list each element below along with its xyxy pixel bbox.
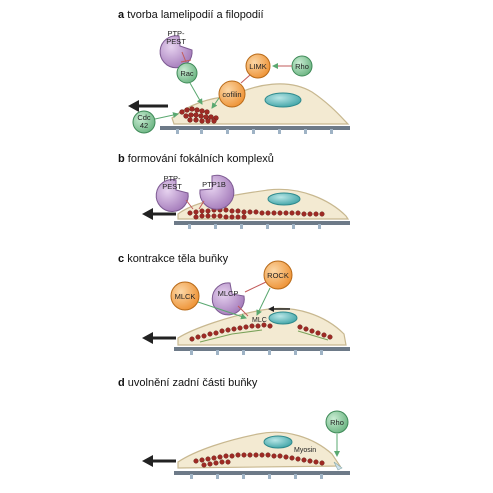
inhibit-mlcp-mlc: [237, 305, 249, 317]
inhibit-limk-cofilin: [240, 74, 251, 84]
substrate-anchors: [176, 129, 333, 134]
actin-lamellipodium: [179, 106, 219, 124]
panel-a: a tvorba lamelipodií a filopodií PTP-: [118, 9, 350, 134]
arrow-rac-actin: [189, 82, 203, 105]
svg-text:cofilin: cofilin: [222, 90, 241, 99]
panel-d: d uvolnění zadní části buňky Myosin: [118, 377, 350, 479]
arrow-rock-mlc: [256, 287, 271, 316]
svg-text:PTP-: PTP-: [163, 174, 181, 183]
panel-a-title: a tvorba lamelipodií a filopodií: [118, 9, 264, 21]
mlc-label: MLC: [252, 317, 267, 324]
arrow-cofilin-actin: [211, 97, 220, 109]
panel-b: b formování fokálních komplexů PTP: [118, 153, 350, 229]
svg-text:PEST: PEST: [162, 182, 182, 191]
node-mlcp: MLCP: [211, 282, 245, 316]
nucleus: [267, 192, 301, 206]
node-rho-d: Rho: [325, 410, 349, 434]
node-rac: Rac: [176, 62, 198, 84]
svg-text:Rho: Rho: [330, 418, 344, 427]
substrate-anchors: [190, 474, 323, 479]
panel-d-title: d uvolnění zadní části buňky: [118, 377, 258, 389]
svg-text:MLCP: MLCP: [218, 289, 239, 298]
actin-stress-fibers: [187, 207, 325, 220]
svg-text:MLCK: MLCK: [175, 292, 196, 301]
panel-b-title: b formování fokálních komplexů: [118, 153, 274, 165]
panel-a-letter: a: [118, 9, 125, 21]
cell-body: [171, 83, 350, 125]
node-rho: Rho: [291, 55, 313, 77]
nucleus: [263, 435, 293, 449]
node-ptp1b: PTP1B: [199, 174, 235, 210]
arrow-mlck-mlc: [197, 301, 247, 320]
panel-c: c kontrakce těla buňky MLCK: [118, 253, 350, 355]
nucleus: [268, 311, 298, 325]
svg-text:PTP-: PTP-: [167, 29, 185, 38]
substrate-anchors: [190, 350, 323, 355]
node-ptp-pest-b: PTP- PEST: [155, 174, 189, 212]
inhibit-rock-mlcp: [244, 281, 267, 293]
inhibit-ptp-rac: [181, 51, 187, 63]
nucleus: [264, 92, 302, 108]
svg-text:42: 42: [140, 121, 148, 130]
svg-text:Rho: Rho: [295, 62, 309, 71]
substrate-anchors: [188, 224, 321, 229]
node-cdc42: Cdc 42: [132, 110, 156, 134]
svg-text:Rac: Rac: [180, 69, 194, 78]
myosin-fibers: [199, 329, 329, 343]
actomyosin-contraction: [189, 322, 333, 342]
detaching-rear: [333, 461, 343, 471]
node-cofilin: cofilin: [218, 80, 246, 108]
myosin-label: Myosin: [294, 447, 316, 454]
actomyosin-rear: [193, 452, 325, 468]
inhibit-ptp-pest: [185, 199, 194, 210]
cell-body: [177, 307, 347, 346]
svg-text:PEST: PEST: [166, 37, 186, 46]
node-rock: ROCK: [263, 260, 293, 290]
node-ptp-pest: PTP- PEST: [159, 29, 193, 69]
node-mlck: MLCK: [170, 281, 200, 311]
panel-c-title: c kontrakce těla buňky: [118, 253, 229, 265]
arrow-cdc42-actin: [154, 112, 179, 120]
svg-text:ROCK: ROCK: [267, 271, 289, 280]
inhibit-ptp1b: [198, 200, 205, 210]
svg-text:LIMK: LIMK: [249, 62, 267, 71]
svg-text:Cdc: Cdc: [137, 113, 151, 122]
node-limk: LIMK: [245, 53, 271, 79]
svg-text:PTP1B: PTP1B: [202, 180, 226, 189]
